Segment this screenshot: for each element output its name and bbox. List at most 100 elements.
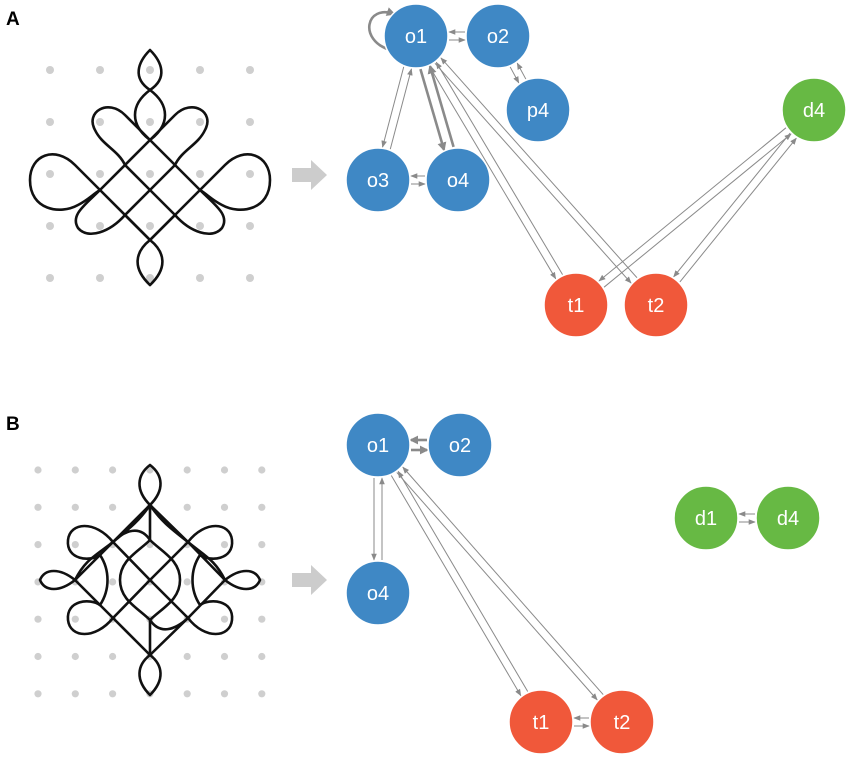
grid-dot <box>71 615 79 623</box>
grid-dot <box>71 503 79 511</box>
edge-t1-to-d4 <box>603 133 792 288</box>
node-circle <box>623 272 689 338</box>
node-circle <box>673 485 739 551</box>
node-d1: d1 <box>673 485 739 551</box>
node-circle <box>465 3 531 69</box>
node-o2: o2 <box>465 3 531 69</box>
node-label: t2 <box>614 712 631 734</box>
grid-dot <box>109 578 117 586</box>
edge-o4-to-o1 <box>427 64 455 148</box>
grid-dot <box>96 274 104 282</box>
edge-o1-to-t1 <box>390 475 522 697</box>
node-circle <box>508 689 574 755</box>
node-circle <box>345 560 411 626</box>
grid-dot <box>46 222 54 230</box>
node-d4: d4 <box>755 485 821 551</box>
panel-a-dot-grid <box>46 66 254 282</box>
grid-dot <box>46 170 54 178</box>
node-circle <box>505 77 571 143</box>
grid-dot <box>146 66 154 74</box>
grid-dot <box>258 541 266 549</box>
edge-o1-to-o3 <box>381 66 405 148</box>
grid-dot <box>109 503 117 511</box>
grid-dot <box>71 466 79 474</box>
node-circle <box>543 272 609 338</box>
grid-dot <box>246 274 254 282</box>
grid-dot <box>196 274 204 282</box>
grid-dot <box>46 66 54 74</box>
grid-dot <box>34 690 42 698</box>
node-o2: o2 <box>427 412 493 478</box>
grid-dot <box>220 652 229 661</box>
grid-dot <box>246 118 254 126</box>
grid-dot <box>71 652 79 661</box>
node-circle <box>755 485 821 551</box>
panel-a-kolam-drawing <box>28 48 272 287</box>
node-label: o1 <box>367 435 389 457</box>
node-label: t2 <box>648 295 665 317</box>
grid-dot <box>146 222 154 230</box>
grid-dot <box>46 118 54 126</box>
edge-d4-to-t2 <box>673 132 791 278</box>
node-p4: p4 <box>505 77 571 143</box>
edge-d4-to-t1 <box>598 127 787 282</box>
grid-dot <box>96 222 104 230</box>
node-t2: t2 <box>623 272 689 338</box>
node-circle <box>427 412 493 478</box>
node-circle <box>345 147 411 213</box>
node-circle <box>383 3 449 69</box>
grid-dot <box>183 503 191 511</box>
node-t1: t1 <box>543 272 609 338</box>
grid-dot <box>96 170 104 178</box>
node-circle <box>345 412 411 478</box>
node-o1: o1 <box>383 3 449 69</box>
edge-t2-to-d4 <box>679 137 797 283</box>
grid-dot <box>246 66 254 74</box>
node-o4: o4 <box>345 560 411 626</box>
grid-dot <box>220 541 229 549</box>
grid-dot <box>183 466 191 474</box>
grid-dot <box>34 615 42 623</box>
node-o4: o4 <box>425 147 491 213</box>
node-label: t1 <box>568 295 585 317</box>
grid-dot <box>71 690 79 698</box>
edge-t2-to-o1 <box>402 466 604 695</box>
grid-dot <box>183 690 191 698</box>
panel-a-letter: A <box>6 9 20 30</box>
edge-o2-to-p4 <box>509 66 520 84</box>
grid-dot <box>246 170 254 178</box>
grid-dot <box>196 222 204 230</box>
edge-t1-to-o1 <box>397 470 529 692</box>
edge-o3-to-o1 <box>389 68 413 150</box>
node-o3: o3 <box>345 147 411 213</box>
grid-dot <box>96 66 104 74</box>
grid-dot <box>109 652 117 661</box>
grid-dot <box>220 503 229 511</box>
grid-dot <box>96 118 104 126</box>
edge-o1-to-o4 <box>419 68 447 152</box>
node-circle <box>589 689 655 755</box>
grid-dot <box>46 274 54 282</box>
grid-dot <box>146 274 154 282</box>
grid-dot <box>109 690 117 698</box>
grid-dot <box>183 652 191 661</box>
grid-dot <box>196 66 204 74</box>
node-circle <box>781 77 847 143</box>
self-loop-edge-o1 <box>367 7 396 52</box>
panel-b-letter: B <box>6 414 20 435</box>
node-label: p4 <box>527 100 549 122</box>
panel-b: B o1 o2 o4 d1 d4 t1 t2 <box>6 412 821 755</box>
edge-o1-to-t1 <box>429 66 557 280</box>
node-label: o2 <box>449 435 471 457</box>
grid-dot <box>196 118 204 126</box>
node-label: d1 <box>695 508 717 530</box>
panel-b-edges <box>371 435 756 729</box>
grid-dot <box>246 222 254 230</box>
grid-dot <box>258 690 266 698</box>
node-t1: t1 <box>508 689 574 755</box>
node-label: o4 <box>367 583 389 605</box>
grid-dot <box>220 690 229 698</box>
panel-b-kolam-drawing <box>38 463 262 697</box>
